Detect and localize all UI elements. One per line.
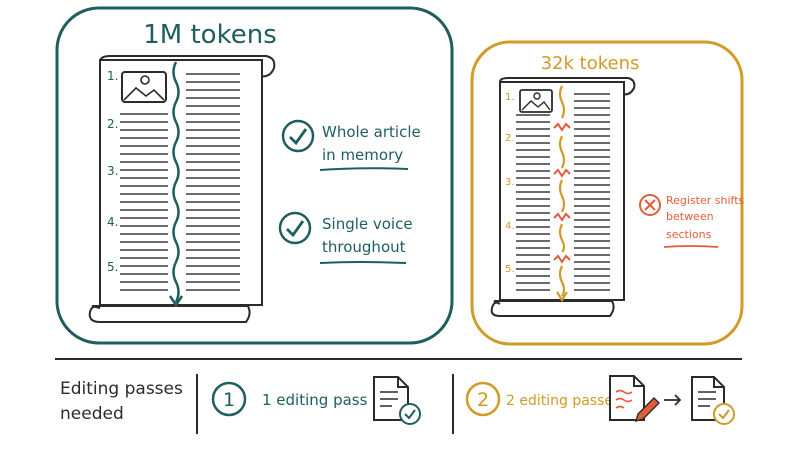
left-section-number: 3. xyxy=(107,164,118,178)
option-two-passes: 2 2 editing passes xyxy=(465,375,735,425)
left-section-number: 5. xyxy=(107,260,118,274)
left-scroll-top-curl xyxy=(99,55,276,78)
right-panel: 32k tokens 1. 2. 3 xyxy=(470,40,745,346)
arrow-right-icon xyxy=(664,394,682,406)
document-check-icon xyxy=(373,376,421,425)
option-text: 2 editing passes xyxy=(506,393,620,409)
right-scroll: 1. 2. 3. 4. 5. xyxy=(490,77,636,317)
footer-label: Editing passes xyxy=(60,379,183,399)
number-badge xyxy=(211,381,247,417)
benefit-text: Single voice xyxy=(322,215,413,233)
check-circle-icon xyxy=(278,211,312,245)
left-flow-arrow xyxy=(172,61,180,303)
right-scroll-top-curl xyxy=(499,77,636,96)
benefit-text: Whole article xyxy=(322,123,421,141)
benefit-underline xyxy=(319,261,407,264)
number-badge-text: 1 xyxy=(223,389,235,411)
document-edit-icon xyxy=(609,375,660,423)
pencil-icon xyxy=(634,397,660,423)
right-section-number: 3. xyxy=(505,177,515,188)
option-one-pass: 1 1 editing pass xyxy=(211,376,421,425)
break-zigzag-icon xyxy=(553,254,571,264)
left-section-number: 4. xyxy=(107,215,118,229)
right-panel-frame xyxy=(470,40,744,346)
x-circle-icon xyxy=(639,194,661,216)
right-section-number: 2. xyxy=(505,133,515,144)
benefit-text: throughout xyxy=(322,238,406,256)
left-section-number: 1. xyxy=(107,69,118,83)
right-flow-segment xyxy=(558,85,566,119)
right-flow-segment xyxy=(558,179,566,213)
right-flow-segment xyxy=(558,135,566,169)
benefit-text: in memory xyxy=(322,146,403,164)
right-scroll-bottom-curl xyxy=(490,300,615,317)
benefit-whole-article: Whole article in memory xyxy=(281,119,421,171)
right-flow-segment xyxy=(558,223,566,253)
break-zigzag-icon xyxy=(553,168,571,178)
right-panel-title: 32k tokens xyxy=(541,53,640,74)
benefit-single-voice: Single voice throughout xyxy=(278,211,413,264)
right-section-number: 4. xyxy=(505,221,515,232)
document-check-icon xyxy=(691,376,735,425)
image-icon xyxy=(121,71,167,103)
check-circle-icon xyxy=(281,119,315,153)
right-flow-arrowhead xyxy=(556,291,568,303)
issue-text: sections xyxy=(666,228,712,241)
left-panel-title: 1M tokens xyxy=(143,20,277,50)
footer-label: needed xyxy=(60,404,124,424)
left-panel: 1M tokens 1. 2. 3. 4. 5. xyxy=(55,6,454,345)
break-zigzag-icon xyxy=(553,122,571,132)
option-text: 1 editing pass xyxy=(262,391,368,409)
left-section-number: 2. xyxy=(107,117,118,131)
right-section-number: 1. xyxy=(505,92,515,103)
right-section-number: 5. xyxy=(505,264,515,275)
image-icon xyxy=(519,89,553,113)
issue-text: Register shifts xyxy=(666,194,745,207)
right-flow-segment xyxy=(558,265,566,297)
benefit-underline xyxy=(319,167,409,171)
left-panel-frame xyxy=(55,6,454,345)
break-zigzag-icon xyxy=(553,212,571,222)
left-scroll-bottom-curl xyxy=(88,305,251,323)
left-flow-arrowhead xyxy=(168,295,184,308)
issue-underline xyxy=(663,245,719,248)
left-scroll: 1. 2. 3. 4. 5. xyxy=(88,55,276,323)
number-badge-text: 2 xyxy=(477,389,489,411)
number-badge xyxy=(465,381,501,417)
issue-register-shifts: Register shifts between sections xyxy=(639,194,745,248)
issue-text: between xyxy=(666,210,714,223)
